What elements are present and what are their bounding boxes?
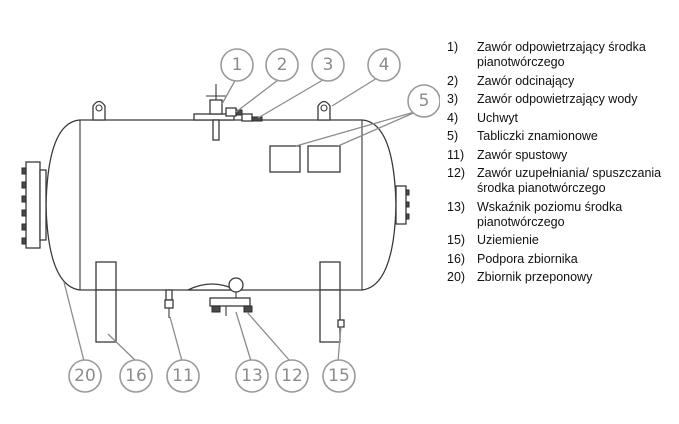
legend-number: 11) [447,147,465,162]
callout-label: 15 [328,366,350,386]
callout-20: 20 [68,359,102,393]
right-flange [395,185,410,225]
legend-item: 2) Zawór odcinający [447,74,675,89]
legend: 1) Zawór odpowietrzający środka pianotwór… [447,40,675,289]
callout-label: 4 [379,55,390,75]
legend-text: Zbiornik przeponowy [477,270,593,284]
legend-text: Zawór odpowietrzający wody [477,92,638,106]
legend-text: Uziemienie [477,233,539,247]
callout-label: 20 [74,366,96,386]
callout-label: 16 [125,366,147,386]
legend-item: 12) Zawór uzupełniania/ spuszczania środk… [447,166,675,196]
callout-3: 3 [311,48,345,82]
legend-number: 1) [447,40,459,54]
legend-text: Zawór spustowy [477,147,568,162]
legend-item: 4) Uchwyt [447,111,675,126]
legend-text: Zawór odcinający [477,73,575,88]
legend-number: 16) [447,251,466,266]
legend-number: 4) [447,110,459,125]
callout-label: 11 [172,366,194,386]
nameplates [269,145,341,173]
legend-text: Wskaźnik poziomu środka pianotwórczego [477,199,623,229]
callout-5: 5 [407,84,440,118]
callout-16: 16 [119,359,153,393]
legend-item: 13) Wskaźnik poziomu środka pianotwórczeg… [447,200,675,230]
legend-number: 20) [447,270,466,284]
callout-label: 12 [281,366,303,386]
legend-text: Uchwyt [477,110,518,125]
legend-item: 16) Podpora zbiornika [447,252,675,267]
legend-text: Zawór odpowietrzający środka pianotwórcz… [477,40,646,69]
legend-number: 13) [447,199,466,214]
top-valve-assembly [193,84,263,141]
handle-left [92,100,106,121]
legend-item: 20) Zbiornik przeponowy [447,270,675,285]
legend-text: Zawór uzupełniania/ spuszczania środka p… [477,166,662,195]
handle-right [317,100,331,121]
grounding-lug [337,319,345,328]
legend-item: 11) Zawór spustowy [447,148,675,163]
left-flange [21,161,47,249]
legend-text: Tabliczki znamionowe [477,129,598,143]
tank-supports [95,261,341,343]
legend-item: 3) Zawór odpowietrzający wody [447,92,675,107]
callout-1: 1 [220,48,254,82]
callout-15: 15 [322,359,356,393]
callout-label: 13 [241,366,263,386]
legend-number: 3) [447,92,459,106]
callout-label: 5 [419,91,430,111]
drain-valve [164,289,174,318]
callout-label: 1 [232,55,243,75]
callout-label: 2 [277,55,288,75]
leader-lines [63,76,419,362]
legend-number: 2) [447,73,459,88]
callout-12: 12 [275,359,309,393]
legend-number: 15) [447,233,466,247]
legend-text: Podpora zbiornika [477,251,578,266]
callout-2: 2 [265,48,299,82]
legend-item: 15) Uziemienie [447,233,675,248]
legend-item: 5) Tabliczki znamionowe [447,129,675,144]
legend-number: 5) [447,129,459,143]
legend-item: 1) Zawór odpowietrzający środka pianotwór… [447,40,675,70]
callout-label: 3 [323,55,334,75]
level-indicator-assembly [187,277,253,316]
callout-13: 13 [235,359,269,393]
callout-4: 4 [367,48,401,82]
tank-diagram: 1 2 3 4 5 20 16 11 13 12 15 [21,48,440,393]
legend-number: 12) [447,166,466,180]
callout-11: 11 [166,359,200,393]
